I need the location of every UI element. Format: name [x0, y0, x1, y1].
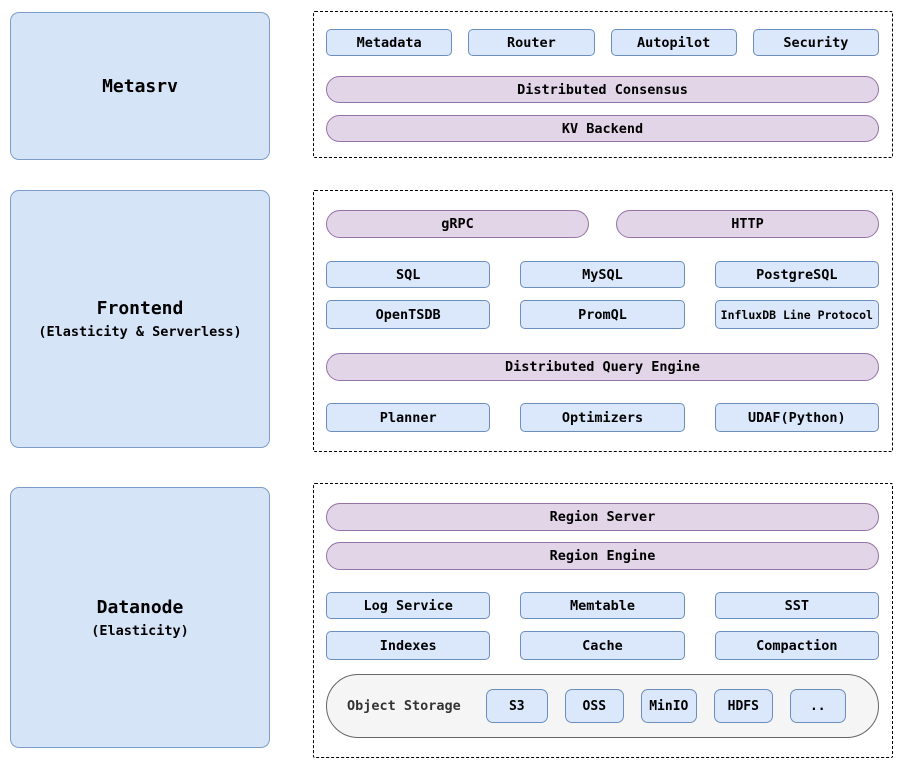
pill-grpc: gRPC	[326, 210, 589, 238]
node-optimizers: Optimizers	[520, 403, 685, 432]
node-opentsdb: OpenTSDB	[326, 300, 491, 329]
metasrv-panel: Metasrv	[10, 12, 270, 160]
pill-kv-backend: KV Backend	[326, 115, 879, 142]
node-influxdb-line-protocol: InfluxDB Line Protocol	[714, 300, 879, 329]
frontend-protocols-row2: OpenTSDB PromQL InfluxDB Line Protocol	[326, 300, 879, 329]
frontend-title: Frontend	[96, 298, 184, 319]
datanode-components-row1: Log Service Memtable SST	[326, 592, 879, 619]
datanode-subtitle: (Elasticity)	[91, 622, 189, 639]
node-oss: OSS	[564, 689, 624, 723]
metasrv-services-row: Metadata Router Autopilot Security	[326, 29, 879, 56]
frontend-detail-group: gRPC HTTP SQL MySQL PostgreSQL OpenTSDB …	[313, 190, 893, 452]
node-hdfs: HDFS	[713, 689, 773, 723]
datanode-detail-group: Region Server Region Engine Log Service …	[313, 483, 893, 758]
node-cache: Cache	[520, 631, 685, 660]
pill-region-engine: Region Engine	[326, 542, 879, 570]
pill-region-server: Region Server	[326, 503, 879, 531]
node-udaf-python: UDAF(Python)	[714, 403, 879, 432]
node-minio: MinIO	[640, 689, 697, 723]
pill-http: HTTP	[616, 210, 879, 238]
pill-distributed-query-engine: Distributed Query Engine	[326, 353, 879, 381]
node-other-storage: ..	[789, 689, 846, 723]
datanode-components-row2: Indexes Cache Compaction	[326, 631, 879, 660]
datanode-title: Datanode	[96, 596, 184, 618]
frontend-engine-row: Planner Optimizers UDAF(Python)	[326, 403, 879, 432]
metasrv-detail-group: Metadata Router Autopilot Security Distr…	[313, 11, 893, 158]
object-storage-group: Object Storage S3 OSS MinIO HDFS ..	[326, 674, 879, 738]
node-mysql: MySQL	[520, 261, 685, 288]
node-metadata: Metadata	[326, 29, 453, 56]
node-planner: Planner	[326, 403, 491, 432]
frontend-protocols-row1: SQL MySQL PostgreSQL	[326, 261, 879, 288]
node-indexes: Indexes	[326, 631, 491, 660]
object-storage-backends: S3 OSS MinIO HDFS ..	[485, 689, 846, 723]
node-memtable: Memtable	[520, 592, 685, 619]
metasrv-title: Metasrv	[102, 75, 178, 97]
frontend-entry-row: gRPC HTTP	[326, 210, 879, 238]
node-autopilot: Autopilot	[610, 29, 737, 56]
node-promql: PromQL	[520, 300, 685, 329]
node-s3: S3	[485, 689, 548, 723]
node-sst: SST	[714, 592, 879, 619]
frontend-panel: Frontend (Elasticity & Serverless)	[10, 190, 270, 448]
frontend-subtitle: (Elasticity & Serverless)	[38, 324, 242, 340]
node-postgresql: PostgreSQL	[714, 261, 879, 288]
node-security: Security	[752, 29, 879, 56]
pill-distributed-consensus: Distributed Consensus	[326, 76, 879, 103]
node-log-service: Log Service	[326, 592, 491, 619]
datanode-panel: Datanode (Elasticity)	[10, 487, 270, 748]
node-sql: SQL	[326, 261, 491, 288]
object-storage-label: Object Storage	[347, 698, 461, 714]
node-compaction: Compaction	[714, 631, 879, 660]
node-router: Router	[468, 29, 595, 56]
